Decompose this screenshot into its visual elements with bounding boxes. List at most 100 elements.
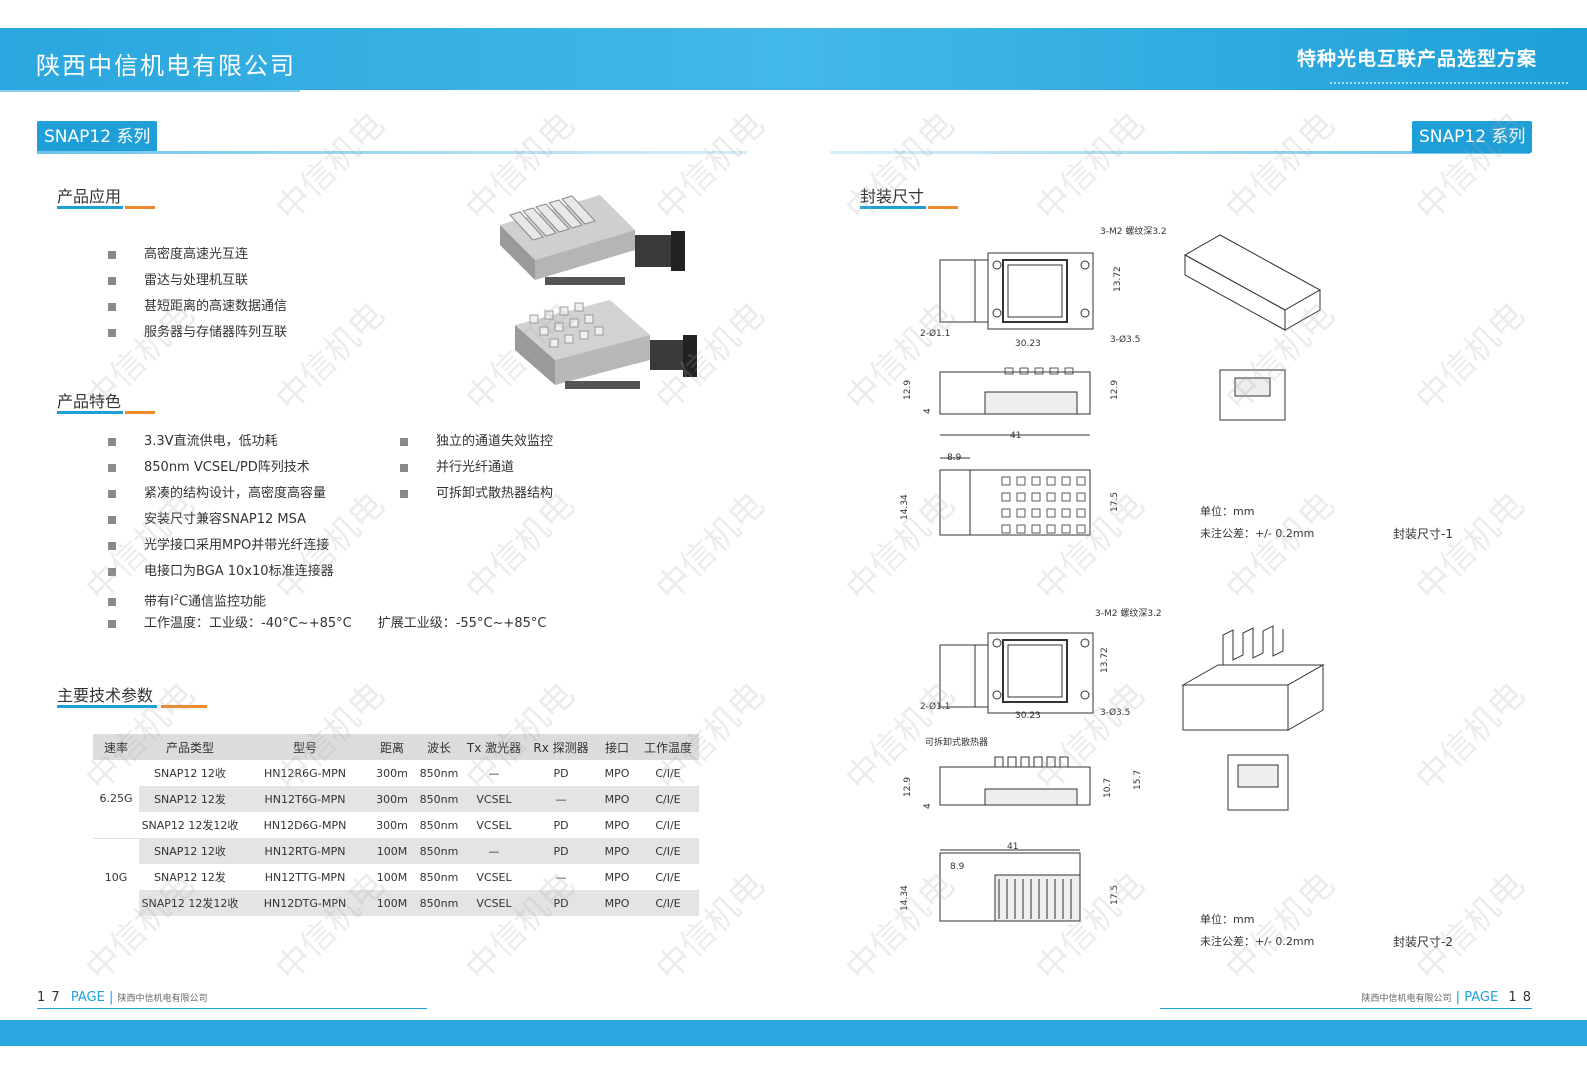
- page-word: PAGE: [1464, 990, 1499, 1005]
- table-cell: 850nm: [419, 766, 459, 780]
- bullet-icon: [108, 302, 116, 311]
- dim-label: 3-M2 螺纹深3.2: [1100, 225, 1167, 237]
- table-cell: HN12RTG-MPN: [241, 838, 369, 864]
- bottom-bar: [0, 1020, 1587, 1046]
- table-cell: 850nm: [419, 818, 459, 832]
- tolerance-note-2: 未注公差：+/- 0.2mm: [1200, 935, 1315, 948]
- footer-rule-right: [1160, 1008, 1532, 1009]
- list-item: 并行光纤通道: [400, 455, 553, 481]
- bullet-icon: [108, 463, 116, 472]
- dim-label: 17.5: [1110, 885, 1120, 905]
- dim-label: 4: [923, 408, 933, 414]
- dim-label: 8.9: [950, 862, 965, 872]
- bullet-icon: [108, 250, 116, 259]
- dim-label: 10.7: [1103, 778, 1113, 798]
- dim-label: 8.9: [947, 453, 962, 463]
- table-cell: C/I/E: [637, 838, 699, 864]
- table-cell: —: [525, 786, 597, 812]
- dim-label: 12.9: [903, 380, 913, 400]
- list-item: 服务器与存储器阵列互联: [108, 320, 287, 346]
- dim-label: 12.9: [1110, 380, 1120, 400]
- table-cell: VCSEL: [463, 890, 525, 916]
- col-header: Tx 激光器: [463, 734, 525, 760]
- dim-label: 3-M2 螺纹深3.2: [1095, 607, 1162, 619]
- watermark: 中信机电: [1408, 294, 1533, 420]
- table-cell: SNAP12 12收: [154, 767, 226, 780]
- table-cell: HN12TTG-MPN: [264, 870, 346, 884]
- table-cell: 100M: [369, 890, 415, 916]
- col-header: 产品类型: [139, 734, 241, 760]
- list-item-text: 电接口为BGA 10x10标准连接器: [144, 564, 334, 579]
- bullet-icon: [108, 276, 116, 285]
- heading-underline-blue: [57, 206, 123, 209]
- features-heading-text: 产品特色: [57, 392, 122, 411]
- dim-label: 14.34: [900, 885, 910, 911]
- bullet-icon: [108, 328, 116, 337]
- list-item-text: 独立的通道失效监控: [436, 434, 554, 449]
- table-cell: 850nm: [415, 786, 463, 812]
- drawing-caption-1: 封装尺寸-1: [1393, 527, 1453, 541]
- table-row: SNAP12 12发 HN12T6G-MPN 300m 850nm VCSEL …: [93, 786, 699, 812]
- col-header: 速率: [93, 734, 139, 760]
- header-dotted-rule: [1330, 82, 1568, 84]
- list-item: 安装尺寸兼容SNAP12 MSA: [108, 507, 546, 533]
- unit-note-2: 单位：mm: [1200, 913, 1255, 926]
- table-cell: VCSEL: [476, 818, 512, 832]
- heatsink-label: 可拆卸式散热器: [925, 736, 988, 748]
- watermark: 中信机电: [648, 484, 773, 610]
- dim-label: 15.7: [1133, 770, 1143, 790]
- list-item: 3.3V直流供电，低功耗: [108, 429, 546, 455]
- col-header: 工作温度: [637, 734, 699, 760]
- table-row: SNAP12 12发12收 HN12D6G-MPN 300m 850nm VCS…: [93, 812, 699, 838]
- list-item: 带有I2C通信监控功能: [108, 585, 546, 611]
- list-item-text: 可拆卸式散热器结构: [436, 486, 554, 501]
- table-cell: MPO: [597, 890, 637, 916]
- application-list: 高密度高速光互连 雷达与处理机互联 甚短距离的高速数据通信 服务器与存储器阵列互…: [108, 242, 287, 346]
- table-cell: 850nm: [419, 870, 459, 884]
- module-3d-sketch-2: [1181, 625, 1325, 811]
- watermark: 中信机电: [1408, 864, 1533, 990]
- footer-company: 陕西中信机电有限公司: [117, 994, 208, 1004]
- table-cell: 100M: [369, 838, 415, 864]
- tolerance-note-1: 未注公差：+/- 0.2mm: [1200, 527, 1315, 540]
- dim-label: 17.5: [1110, 492, 1120, 512]
- bullet-icon: [108, 597, 116, 606]
- features-list-col2: 独立的通道失效监控 并行光纤通道 可拆卸式散热器结构: [400, 429, 553, 507]
- header-underline: [0, 90, 300, 92]
- list-item: 光学接口采用MPO并带光纤连接: [108, 533, 546, 559]
- table-row: SNAP12 12发12收 HN12DTG-MPN 100M 850nm VCS…: [93, 890, 699, 916]
- list-item: 可拆卸式散热器结构: [400, 481, 553, 507]
- table-cell: C/I/E: [637, 890, 699, 916]
- i2c-text-post: C通信监控功能: [178, 594, 267, 610]
- table-cell: C/I/E: [655, 818, 681, 832]
- bullet-icon: [108, 489, 116, 498]
- dimension-drawing-2: 3-M2 螺纹深3.2 13.72 2-Ø1.1 30.23 3-Ø3.5 可拆…: [900, 607, 1162, 922]
- table-cell: VCSEL: [476, 870, 512, 884]
- table-cell: PD: [553, 766, 569, 780]
- drawing-caption-2: 封装尺寸-2: [1393, 935, 1453, 949]
- params-heading-text: 主要技术参数: [57, 686, 154, 705]
- i2c-text-pre: 带有I: [144, 594, 174, 610]
- list-item-text: 高密度高速光互连: [144, 247, 249, 262]
- col-header: Rx 探测器: [525, 734, 597, 760]
- table-cell: MPO: [597, 786, 637, 812]
- footer-right: 陕西中信机电有限公司 | PAGE 1 8: [1361, 990, 1532, 1005]
- list-item: 电接口为BGA 10x10标准连接器: [108, 559, 546, 585]
- bullet-icon: [108, 437, 116, 446]
- dim-label: 13.72: [1100, 647, 1110, 673]
- table-cell: 300m: [376, 818, 408, 832]
- list-item-text: 850nm VCSEL/PD阵列技术: [144, 460, 310, 475]
- company-name: 陕西中信机电有限公司: [36, 52, 296, 80]
- temp-range-industrial: 工作温度：工业级：-40°C~+85°C: [144, 616, 352, 631]
- table-cell: SNAP12 12发12收: [141, 819, 239, 832]
- params-table: 速率 产品类型 型号 距离 波长 Tx 激光器 Rx 探测器 接口 工作温度 6…: [93, 734, 699, 916]
- watermark: 中信机电: [1028, 104, 1153, 230]
- list-item: 高密度高速光互连: [108, 242, 287, 268]
- heading-underline-orange: [161, 705, 207, 708]
- watermark: 中信机电: [268, 104, 393, 230]
- table-cell: C/I/E: [637, 786, 699, 812]
- table-cell: C/I/E: [655, 766, 681, 780]
- temp-range-extended: 扩展工业级：-55°C~+85°C: [377, 616, 547, 631]
- dim-label: 30.23: [1015, 339, 1041, 349]
- heading-underline-orange: [125, 411, 155, 414]
